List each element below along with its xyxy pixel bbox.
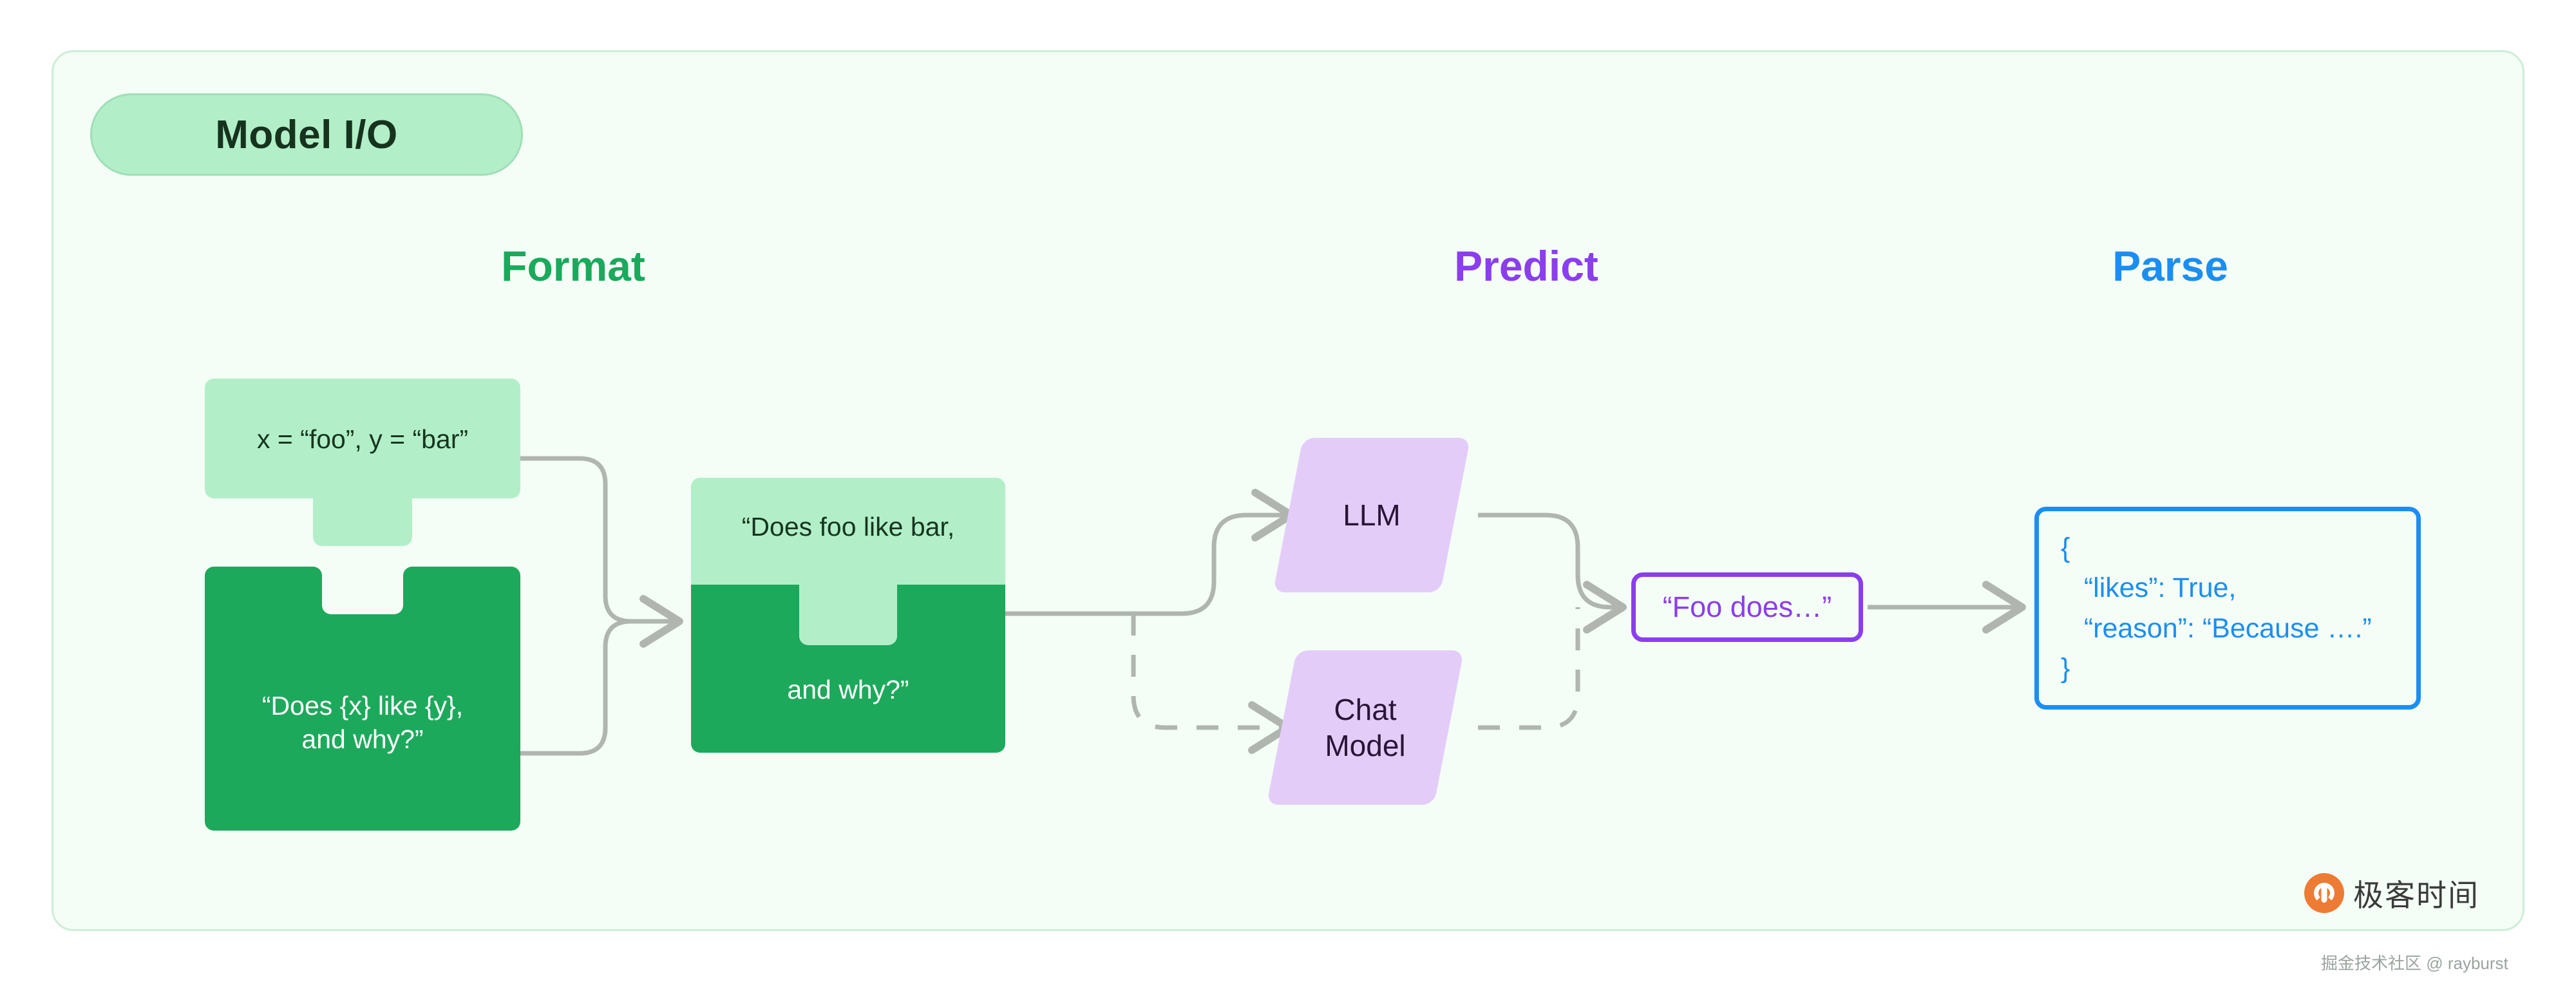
- wire-input-to-merged: [519, 456, 683, 648]
- puzzle-piece-merged-bottom-label: and why?”: [787, 675, 909, 704]
- puzzle-piece-input: x = “foo”, y = “bar”: [205, 379, 520, 546]
- stage-title-format: Format: [501, 242, 645, 290]
- puzzle-piece-input-label: x = “foo”, y = “bar”: [256, 424, 469, 454]
- stage-title-predict: Predict: [1454, 242, 1598, 290]
- geektime-logo-icon: [2304, 872, 2344, 913]
- geektime-logo: 极客时间: [2304, 871, 2479, 915]
- puzzle-piece-template-shape: [205, 567, 520, 831]
- wire-branch-to-chat-model: [1131, 614, 1292, 754]
- model-output-text: “Foo does…”: [1662, 590, 1832, 623]
- stage-title-parse: Parse: [2112, 242, 2228, 290]
- parsed-json-text: { “likes”: True, “reason”: “Because ….” …: [2061, 532, 2372, 684]
- wire-llm-to-output: [1478, 513, 1627, 634]
- watermark-credit: 掘金技术社区 @ rayburst: [2321, 954, 2508, 973]
- puzzle-piece-template: “Does {x} like {y}, and why?”: [205, 567, 520, 831]
- model-node-llm[interactable]: LLM: [1273, 438, 1471, 592]
- wire-branch-to-llm: [1133, 489, 1295, 616]
- model-output-box: “Foo does…”: [1631, 572, 1863, 642]
- puzzle-piece-input-shape: [205, 379, 520, 546]
- model-node-chat-model-label: Chat Model: [1325, 692, 1406, 762]
- puzzle-piece-merged-top-label: “Does foo like bar,: [741, 512, 955, 542]
- section-badge-label: Model I/O: [215, 112, 398, 157]
- puzzle-piece-merged: “Does foo like bar, and why?”: [691, 478, 1005, 753]
- model-node-chat-model[interactable]: Chat Model: [1266, 650, 1464, 805]
- section-badge-model-io: Model I/O: [90, 93, 523, 176]
- wire-template-to-merged: [519, 619, 679, 756]
- wire-chat-model-to-output: [1478, 607, 1580, 730]
- puzzle-piece-template-label: “Does {x} like {y}, and why?”: [261, 691, 464, 755]
- puzzle-piece-merged-shape: [691, 478, 1005, 753]
- parsed-json-box: { “likes”: True, “reason”: “Because ….” …: [2034, 507, 2421, 710]
- geektime-logo-text: 极客时间: [2353, 878, 2479, 912]
- model-node-llm-label: LLM: [1343, 498, 1401, 532]
